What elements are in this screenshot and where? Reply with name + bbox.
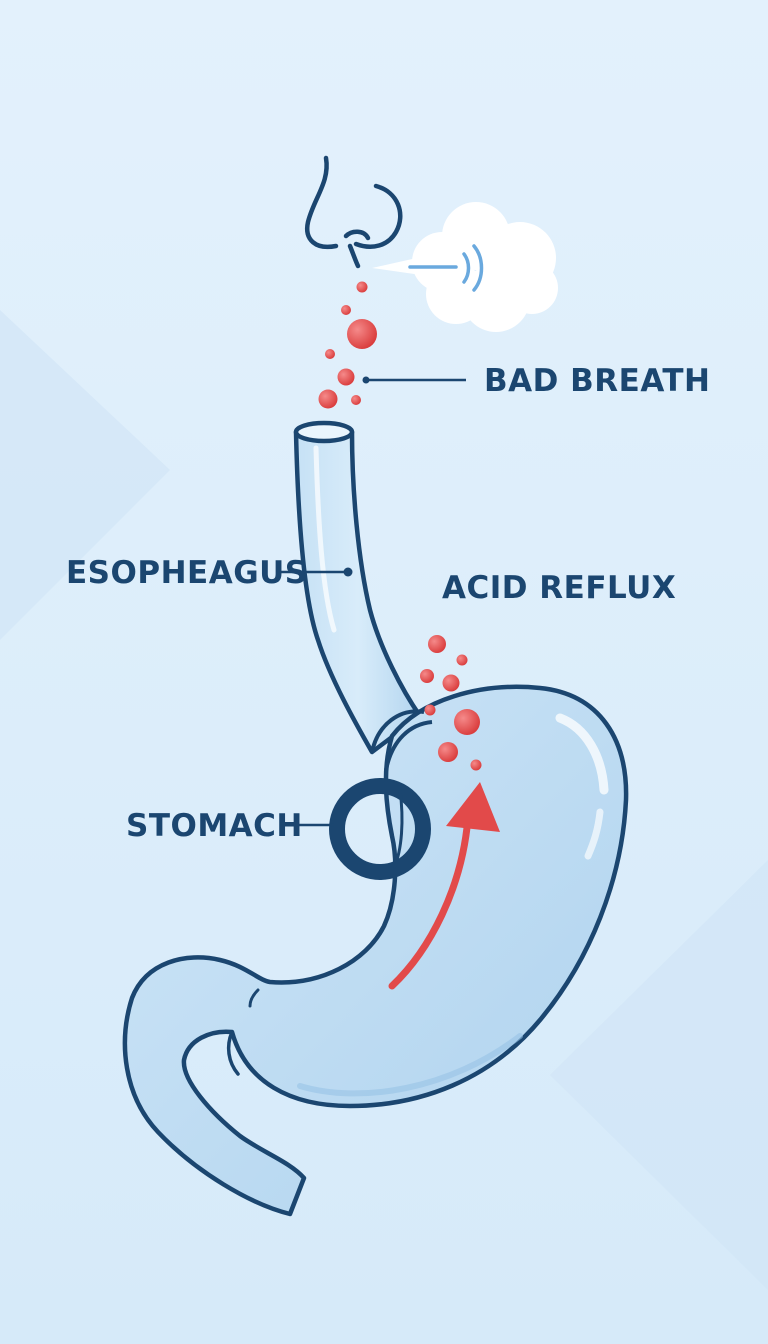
- background-facet-left: [0, 310, 170, 640]
- acid-reflux-label: ACID REFLUX: [442, 570, 676, 606]
- reflux-arrow-icon: [388, 782, 500, 990]
- breath-cloud-icon: [372, 202, 558, 332]
- acid-bubble-icon: [318, 281, 377, 409]
- background-facet-right: [550, 860, 768, 1290]
- bad-breath-label: BAD BREATH: [484, 363, 711, 399]
- stomach-label: STOMACH: [126, 808, 303, 844]
- junction-collar: [370, 709, 433, 771]
- acid-bubble-icon: [420, 635, 482, 771]
- stomach-body: [122, 684, 629, 1217]
- sphincter-ring-icon: [329, 778, 431, 880]
- esophagus-label: ESOPHEAGUS: [66, 555, 308, 591]
- bad-breath-leader: [362, 376, 466, 384]
- esophagus-leader: [278, 567, 353, 577]
- nose-icon: [304, 155, 403, 269]
